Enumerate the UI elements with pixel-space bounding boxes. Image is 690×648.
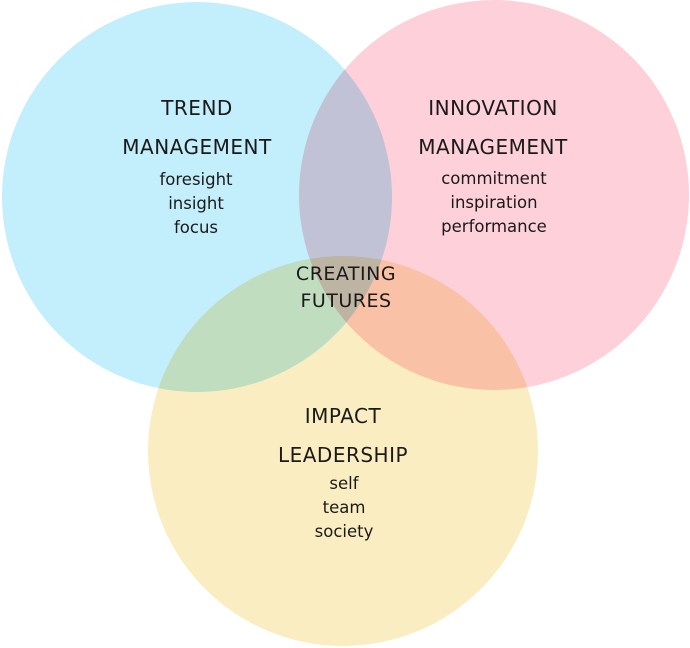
- impact-leadership-labels: IMPACT LEADERSHIP self team society: [278, 404, 408, 541]
- innovation-item-performance: performance: [441, 217, 547, 236]
- impact-leadership-circle: [148, 256, 538, 646]
- impact-item-self: self: [329, 474, 359, 493]
- impact-title-line2: LEADERSHIP: [278, 443, 408, 467]
- impact-item-team: team: [323, 498, 366, 517]
- trend-item-focus: focus: [174, 218, 218, 237]
- innovation-title-line1: INNOVATION: [428, 96, 558, 120]
- center-label-line2: FUTURES: [300, 290, 391, 312]
- trend-item-foresight: foresight: [159, 170, 233, 189]
- trend-management-labels: TREND MANAGEMENT foresight insight focus: [122, 96, 272, 237]
- innovation-item-commitment: commitment: [441, 169, 547, 188]
- innovation-management-labels: INNOVATION MANAGEMENT commitment inspira…: [418, 96, 568, 236]
- impact-title-line1: IMPACT: [305, 404, 382, 428]
- trend-item-insight: insight: [168, 194, 224, 213]
- center-label-line1: CREATING: [296, 263, 396, 285]
- innovation-item-inspiration: inspiration: [450, 193, 537, 212]
- trend-title-line1: TREND: [160, 96, 233, 120]
- trend-title-line2: MANAGEMENT: [122, 135, 272, 159]
- impact-item-society: society: [315, 522, 374, 541]
- center-labels: CREATING FUTURES: [296, 263, 396, 312]
- innovation-title-line2: MANAGEMENT: [418, 135, 568, 159]
